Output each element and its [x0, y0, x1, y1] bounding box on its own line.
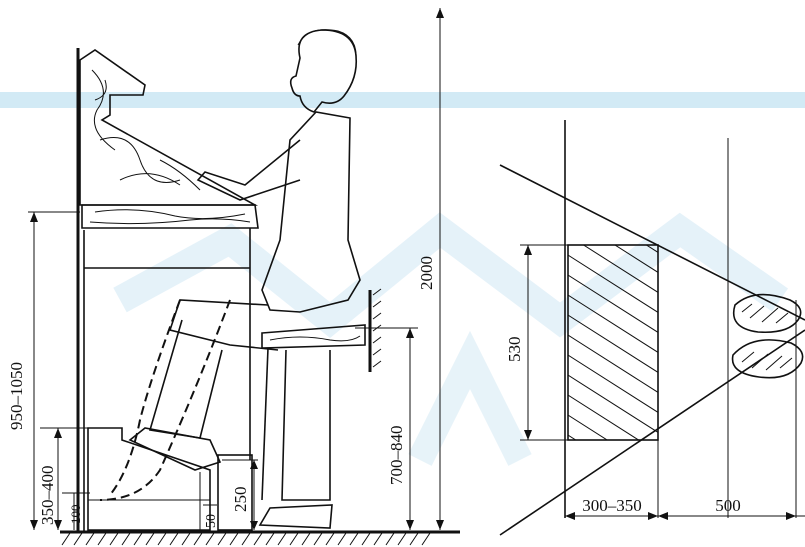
label-350-400: 350–400 — [38, 466, 57, 526]
seated-person — [99, 29, 361, 529]
label-250: 250 — [231, 487, 250, 513]
drafting-board — [79, 49, 259, 460]
watermark-shape — [113, 212, 789, 339]
stool-plan — [567, 244, 659, 441]
footrest — [87, 427, 253, 531]
dim-50: 50 — [203, 504, 219, 528]
label-530: 530 — [505, 337, 524, 363]
dim-2000: 2000 — [417, 8, 444, 530]
floor-hatch — [60, 530, 460, 546]
label-500: 500 — [715, 496, 741, 515]
dim-350-400: 350–400 — [38, 427, 118, 530]
label-950-1050: 950–1050 — [7, 362, 26, 430]
sight-line-bottom — [499, 329, 805, 536]
label-2000: 2000 — [417, 256, 436, 290]
shoes-plan — [731, 293, 804, 379]
plan-view: 530 300–350 500 — [499, 120, 805, 536]
dim-100: 100 — [62, 492, 90, 530]
dim-700-840: 700–840 — [355, 327, 418, 530]
label-100: 100 — [68, 505, 83, 525]
dim-950-1050: 950–1050 — [7, 211, 80, 530]
label-300-350: 300–350 — [582, 496, 642, 515]
dim-250: 250 — [222, 459, 258, 530]
label-50: 50 — [204, 514, 219, 528]
sight-line-top — [499, 164, 805, 321]
label-700-840: 700–840 — [387, 426, 406, 486]
watermark-band — [0, 92, 805, 108]
dim-plan-depth: 300–350 500 — [565, 496, 805, 520]
side-elevation: 950–1050 350–400 100 50 250 — [7, 8, 460, 546]
dim-530: 530 — [505, 244, 568, 441]
